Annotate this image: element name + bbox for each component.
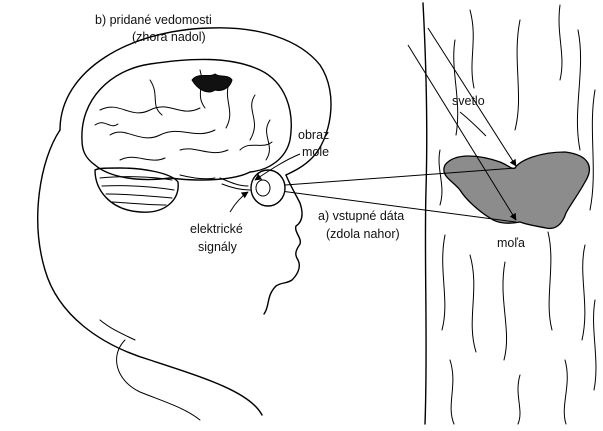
light-label-arrow	[460, 112, 486, 136]
signals-pointer-arrow	[230, 192, 248, 212]
optic-pathway	[220, 178, 250, 190]
input-data-label-line2: (zdola nahor)	[326, 227, 400, 241]
moth-label: moľa	[497, 236, 525, 250]
light-label: svetlo	[452, 94, 485, 108]
input-data-label-line1: a) vstupné dáta	[318, 209, 404, 223]
moth-shape	[444, 152, 590, 228]
added-knowledge-label-line1: b) pridané vedomosti	[95, 13, 212, 27]
visual-cortex-region	[192, 74, 232, 92]
signals-label-line2: signály	[198, 240, 238, 254]
image-label-line1: obraz	[298, 128, 329, 142]
signals-label-line1: elektrické	[190, 222, 243, 236]
brain	[82, 59, 291, 180]
image-label-line2: mole	[302, 145, 329, 159]
head-outline	[38, 28, 331, 420]
added-knowledge-label-line2: (zhora nadol)	[132, 30, 206, 44]
